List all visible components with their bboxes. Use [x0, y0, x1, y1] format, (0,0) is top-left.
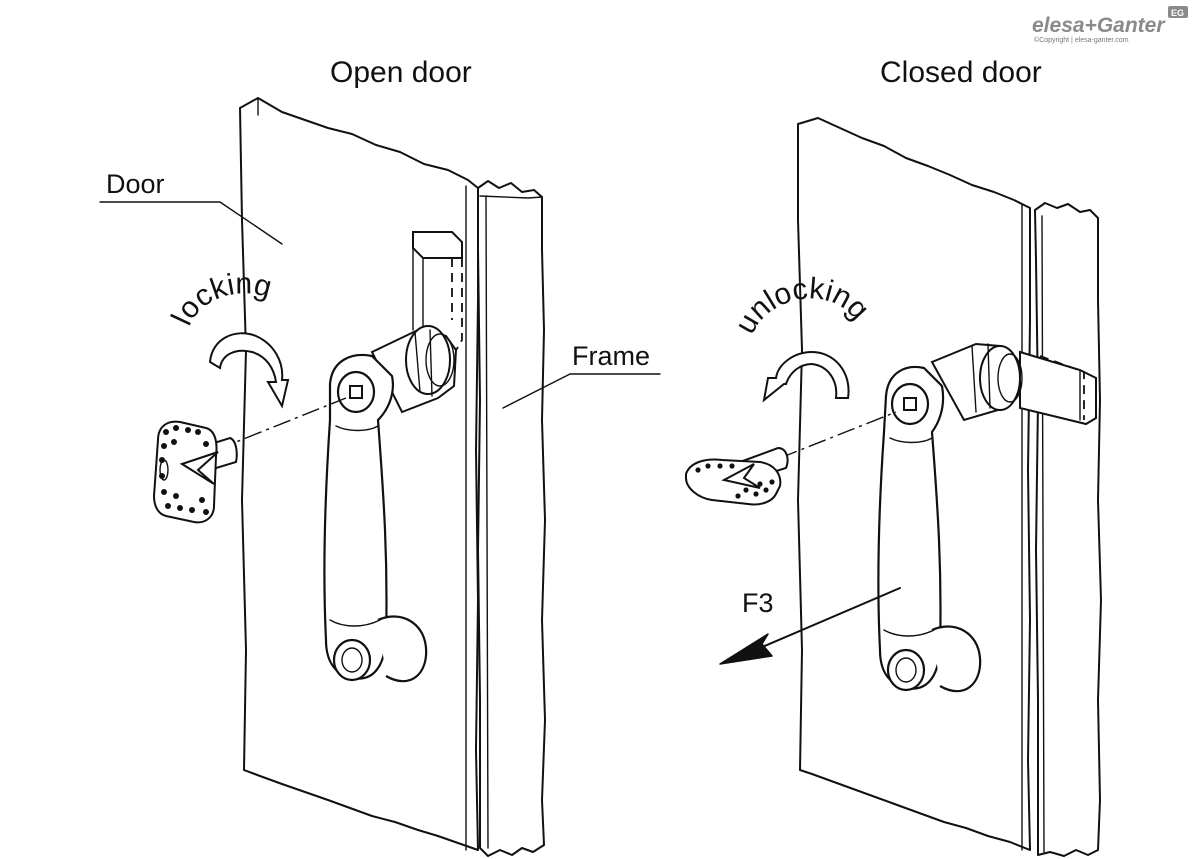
- latch-tongue-right: [1019, 350, 1097, 426]
- left-panel-title: Open door: [330, 56, 472, 89]
- logo-copyright: ©Copyright | elesa-ganter.com: [1034, 36, 1129, 44]
- force-arrow-icon: [719, 587, 901, 665]
- key-icon-right: [685, 446, 789, 506]
- logo-badge-text: EG: [1171, 8, 1184, 18]
- frame-left: [477, 180, 546, 857]
- unlocking-arrow-icon: [762, 350, 850, 403]
- left-panel: Open door: [99, 56, 661, 857]
- right-panel-title: Closed door: [880, 56, 1042, 89]
- door-label: Door: [106, 169, 165, 199]
- door-leader-line: [99, 201, 283, 245]
- right-panel: Closed door: [685, 56, 1102, 857]
- frame-leader-line: [502, 373, 661, 409]
- lock-cylinder-right: [930, 342, 1023, 422]
- frame-right: [1034, 202, 1102, 857]
- frame-label: Frame: [572, 341, 650, 371]
- handle-left: [323, 354, 428, 683]
- force-label: F3: [742, 588, 774, 618]
- locking-arrow-icon: [208, 332, 290, 409]
- logo-text: elesa+Ganter: [1032, 14, 1166, 37]
- brand-logo: elesa+Ganter EG ©Copyright | elesa-gante…: [1032, 6, 1188, 44]
- key-icon-left: [152, 420, 238, 524]
- handle-right: [877, 365, 982, 693]
- logo-badge-icon: [1168, 6, 1188, 18]
- axis-line-left: [215, 397, 347, 451]
- axis-line-right: [779, 411, 897, 459]
- latch-tongue-left: [412, 231, 463, 353]
